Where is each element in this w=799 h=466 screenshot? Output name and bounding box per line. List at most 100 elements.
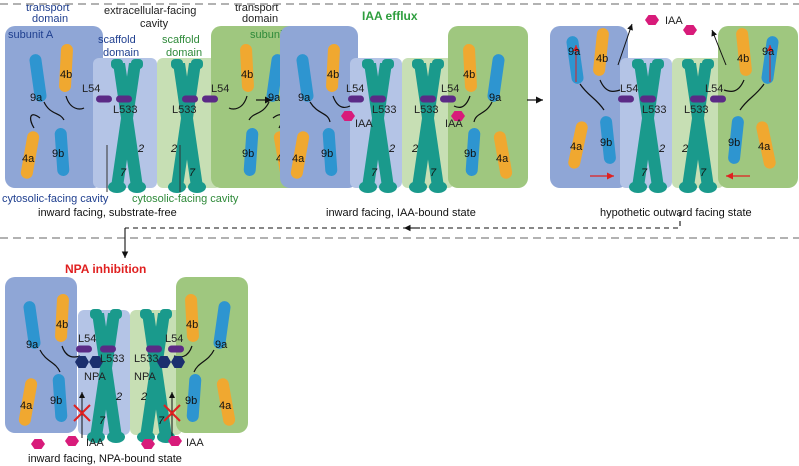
label-4b-a-4: 4b [56, 319, 68, 331]
label-iaa-4a: IAA [86, 437, 104, 449]
title-npa-inhibition: NPA inhibition [65, 262, 146, 276]
label-9a-b-2: 9a [489, 92, 502, 104]
label-transport-domain-b-2: domain [242, 13, 278, 25]
caption-panel-4: inward facing, NPA-bound state [28, 453, 182, 465]
label-4b-a: 4b [60, 69, 72, 81]
iaa-cyto-2 [65, 436, 79, 446]
label-2-b-3: 2 [681, 143, 688, 155]
label-scaffold-domain-a-2: domain [103, 47, 139, 59]
label-9b-a-2: 9b [321, 148, 333, 160]
label-4b-b: 4b [241, 69, 253, 81]
residue-l533-a [116, 95, 132, 103]
label-2-b: 2 [170, 143, 177, 155]
label-9b-a-4: 9b [50, 395, 62, 407]
label-l533-a: L533 [113, 104, 137, 116]
label-4a-a: 4a [22, 153, 35, 165]
label-4b-b-3: 4b [737, 53, 749, 65]
subunit-a-background [5, 26, 103, 188]
label-4b-a-2: 4b [327, 69, 339, 81]
subunit-a-background-3 [550, 26, 628, 188]
iaa-released-b [683, 25, 697, 35]
label-cytosolic-cavity-a: cytosolic-facing cavity [2, 193, 109, 205]
label-9b-b-3: 9b [728, 137, 740, 149]
label-9a-a-3: 9a [568, 46, 581, 58]
label-7-a: 7 [120, 167, 127, 179]
label-9a-b: 9a [268, 92, 281, 104]
label-9a-a-4: 9a [26, 339, 39, 351]
label-scaffold-domain-b-2: domain [166, 47, 202, 59]
label-l54-b-3: L54 [705, 83, 723, 95]
label-l533-b: L533 [172, 104, 196, 116]
label-subunit-a: subunit A [8, 29, 54, 41]
label-9a-a: 9a [30, 92, 43, 104]
label-l54-a: L54 [82, 83, 100, 95]
label-9a-a-2: 9a [298, 92, 311, 104]
label-4a-b-2: 4a [496, 153, 509, 165]
label-7-a-2: 7 [371, 167, 378, 179]
label-extracellular-2: cavity [140, 18, 169, 30]
panel-inward-substrate-free: 9a 4b 4a 9b 9a 4b 4a 9b 2 2 7 7 L54 L533… [2, 2, 309, 219]
label-9a-b-3: 9a [762, 46, 775, 58]
label-4a-b-3: 4a [758, 141, 771, 153]
title-iaa-efflux: IAA efflux [362, 9, 418, 23]
label-cytosolic-cavity-b: cytosolic-facing cavity [132, 193, 239, 205]
label-7-b-3: 7 [700, 167, 707, 179]
label-2-a-3: 2 [658, 143, 665, 155]
label-iaa-a-2: IAA [355, 118, 373, 130]
caption-panel-3: hypothetic outward facing state [600, 207, 752, 219]
label-4a-a-4: 4a [20, 400, 33, 412]
helix-4b-b [239, 43, 255, 93]
label-7-b: 7 [189, 167, 196, 179]
label-l54-a-3: L54 [620, 83, 638, 95]
caption-panel-1: inward facing, substrate-free [38, 207, 177, 219]
label-2-b-4: 2 [140, 391, 147, 403]
label-transport-domain-a-1: transport [26, 2, 69, 14]
block-x-b [163, 404, 181, 422]
label-l54-b: L54 [211, 83, 229, 95]
label-2-a-4: 2 [115, 391, 122, 403]
label-transport-domain-a-2: domain [32, 13, 68, 25]
label-extracellular-1: extracellular-facing [104, 5, 196, 17]
label-7-b-2: 7 [430, 167, 437, 179]
label-4a-a-3: 4a [570, 141, 583, 153]
subunit-b-background-3 [718, 26, 798, 188]
label-9a-b-4: 9a [215, 339, 228, 351]
iaa-cyto-1 [31, 439, 45, 449]
iaa-released-a [645, 15, 659, 25]
label-l533-b-4: L533 [134, 353, 158, 365]
label-4b-b-4: 4b [186, 319, 198, 331]
label-l533-b-2: L533 [414, 104, 438, 116]
helix-4b-a [58, 43, 74, 93]
label-4b-a-3: 4b [596, 53, 608, 65]
label-l54-a-2: L54 [346, 83, 364, 95]
label-iaa-b-2: IAA [445, 118, 463, 130]
label-iaa-3: IAA [665, 15, 683, 27]
label-l533-a-4: L533 [100, 353, 124, 365]
label-4a-b-4: 4a [219, 400, 232, 412]
label-4b-b-2: 4b [463, 69, 475, 81]
label-7-a-3: 7 [641, 167, 648, 179]
label-l533-a-3: L533 [642, 104, 666, 116]
label-9b-b-4: 9b [185, 395, 197, 407]
label-l54-b-2: L54 [441, 83, 459, 95]
label-scaffold-domain-b-1: scaffold [162, 34, 200, 46]
block-x-a [73, 404, 91, 422]
label-scaffold-domain-a-1: scaffold [98, 34, 136, 46]
label-npa-b-4: NPA [134, 371, 156, 383]
residue-l54-a [96, 95, 112, 103]
label-l533-b-3: L533 [684, 104, 708, 116]
label-9b-b-2: 9b [464, 148, 476, 160]
residue-l533-b [182, 95, 198, 103]
panel-outward-facing: IAA 9a 4b 4a 9b 9a 4b 4a 9b 2 2 7 7 L54 … [550, 15, 798, 219]
caption-panel-2: inward facing, IAA-bound state [326, 207, 476, 219]
label-iaa-4b: IAA [186, 437, 204, 449]
label-l533-a-2: L533 [372, 104, 396, 116]
label-9b-a: 9b [52, 148, 64, 160]
label-2-a: 2 [137, 143, 144, 155]
panel-npa-bound: NPA inhibition 9a 4b 4a 9b 9a 4b 4a 9b [5, 262, 248, 465]
label-l54-b-4: L54 [165, 333, 183, 345]
label-7-b-4: 7 [158, 415, 165, 427]
label-2-a-2: 2 [388, 143, 395, 155]
panel-inward-iaa-bound: IAA efflux 9a 4b 4a 9b 9a 4b 4a 9b 2 2 7 [280, 9, 528, 219]
